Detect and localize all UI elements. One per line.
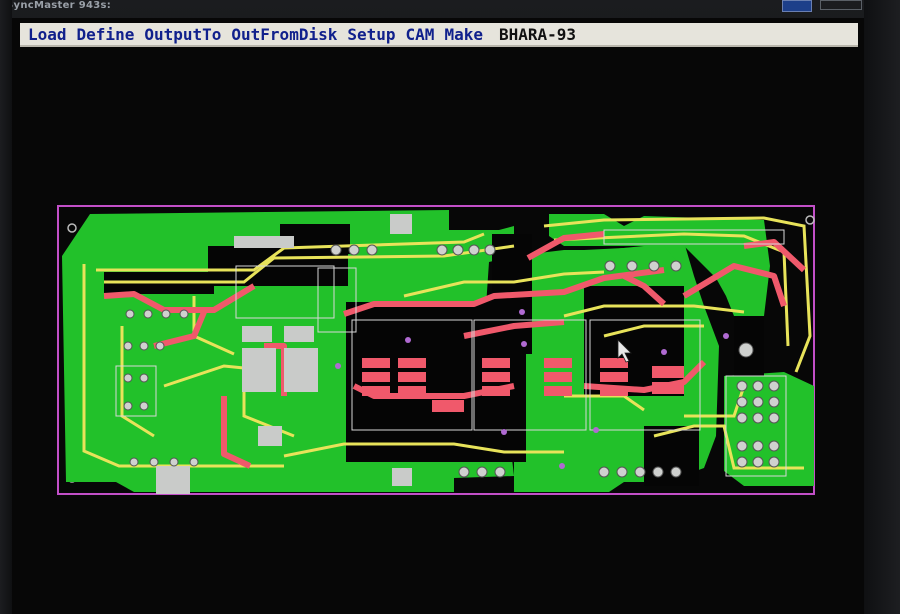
through-hole-components — [156, 214, 412, 494]
design-name: BHARA-93 — [498, 24, 577, 44]
vias — [335, 309, 729, 469]
pcb-layout — [57, 205, 815, 495]
menu-define[interactable]: Define — [76, 24, 135, 44]
menu-cam[interactable]: CAM — [405, 24, 435, 44]
menu-out-from-disk[interactable]: OutFromDisk — [231, 24, 338, 44]
silkscreen-outlines — [115, 229, 787, 477]
bezel-right-edge — [864, 0, 900, 614]
energy-badge-icon — [782, 0, 812, 12]
mounting-hole-icon — [67, 223, 77, 233]
bezel-left-edge — [0, 0, 12, 614]
pcb-canvas[interactable] — [44, 186, 820, 506]
monitor-brand: SyncMaster 943s: — [6, 0, 112, 11]
menu-make[interactable]: Make — [444, 24, 483, 44]
mounting-hole-icon — [805, 215, 815, 225]
bottom-layer-traces — [82, 216, 812, 470]
menu-setup[interactable]: Setup — [347, 24, 396, 44]
menu-bar: Load Define OutputTo OutFromDisk Setup C… — [20, 23, 858, 47]
menu-load[interactable]: Load — [28, 24, 67, 44]
menu-output-to[interactable]: OutputTo — [144, 24, 222, 44]
board-outline — [57, 205, 815, 495]
monitor-button-icon — [820, 0, 862, 10]
pcb-pads — [123, 244, 780, 478]
mouse-cursor-icon — [617, 339, 632, 363]
smd-pad-arrays — [362, 358, 684, 412]
